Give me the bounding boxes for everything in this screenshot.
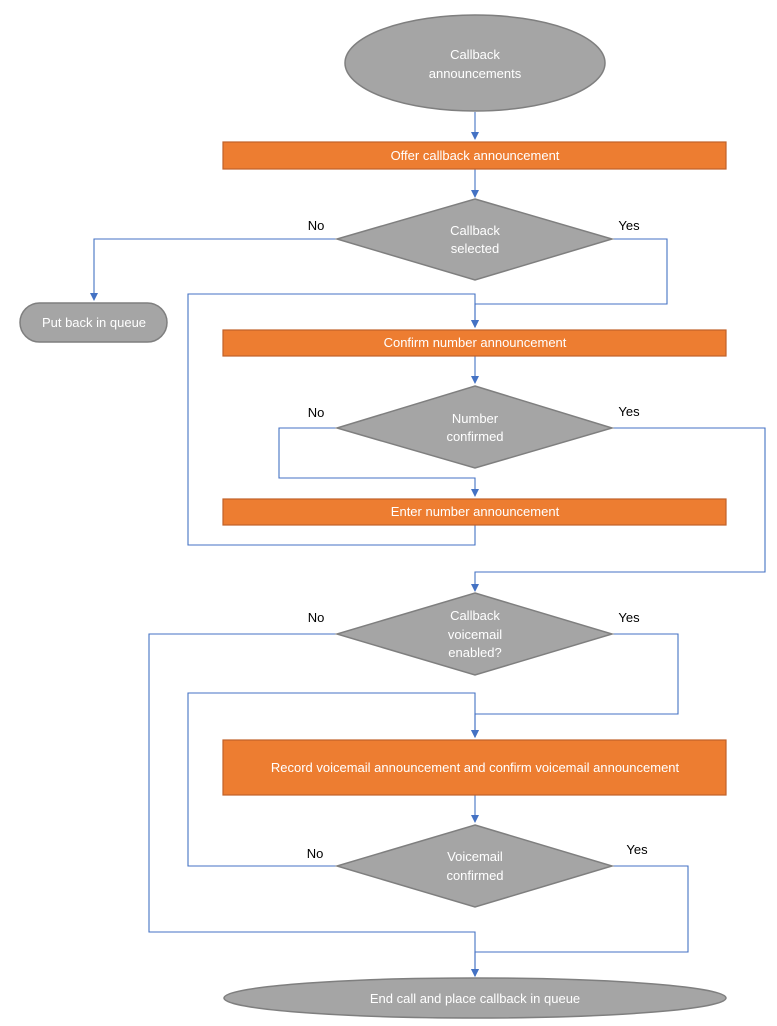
- voicemail-enabled-decision: Callback voicemail enabled? No Yes: [308, 592, 640, 676]
- voicemail-enabled-line-1: Callback: [450, 608, 500, 623]
- voicemail-enabled-line-3: enabled?: [448, 645, 502, 660]
- number-confirmed-decision: Number confirmed No Yes: [308, 385, 640, 469]
- record-voicemail-process: Record voicemail announcement and confir…: [222, 739, 727, 796]
- number-confirmed-line-2: confirmed: [446, 429, 503, 444]
- voicemail-confirmed-decision: Voicemail confirmed No Yes: [307, 824, 648, 908]
- connector-enter-loop-back: [187, 293, 479, 546]
- start-label-line-1: Callback: [450, 47, 500, 62]
- offer-callback-label: Offer callback announcement: [391, 148, 560, 163]
- voicemail-enabled-line-2: voicemail: [448, 627, 502, 642]
- callback-selected-diamond: [334, 198, 615, 281]
- connector-voicemail-no-to-end: [148, 633, 479, 977]
- number-confirmed-no-label: No: [308, 405, 325, 420]
- voicemail-confirmed-diamond: [334, 824, 615, 908]
- start-terminal: Callback announcements: [344, 14, 606, 112]
- voicemail-enabled-no-label: No: [308, 610, 325, 625]
- offer-callback-process: Offer callback announcement: [222, 141, 727, 170]
- record-voicemail-box: [222, 739, 727, 796]
- enter-number-process: Enter number announcement: [222, 498, 727, 526]
- voicemail-enabled-yes-label: Yes: [618, 610, 640, 625]
- end-label: End call and place callback in queue: [370, 991, 580, 1006]
- voicemail-confirmed-line-2: confirmed: [446, 868, 503, 883]
- voicemail-enabled-diamond: [334, 592, 615, 676]
- end-terminal: End call and place callback in queue: [223, 977, 727, 1019]
- start-label-line-2: announcements: [429, 66, 522, 81]
- enter-number-box: [222, 498, 727, 526]
- end-ellipse: [223, 977, 727, 1019]
- number-confirmed-line-1: Number: [452, 411, 499, 426]
- voicemail-confirmed-line-1: Voicemail: [447, 849, 503, 864]
- put-back-terminal: Put back in queue: [19, 302, 168, 343]
- enter-number-label: Enter number announcement: [391, 504, 560, 519]
- voicemail-confirmed-yes-label: Yes: [626, 842, 648, 857]
- voicemail-confirmed-no-label: No: [307, 846, 324, 861]
- callback-selected-no-label: No: [308, 218, 325, 233]
- number-confirmed-diamond: [334, 385, 615, 469]
- put-back-label: Put back in queue: [42, 315, 146, 330]
- connector-number-yes-to-voicemail-decision: [471, 427, 766, 592]
- confirm-number-box: [222, 329, 727, 357]
- connectors: [90, 112, 766, 977]
- confirm-number-label: Confirm number announcement: [384, 335, 567, 350]
- callback-selected-line-1: Callback: [450, 223, 500, 238]
- callback-selected-decision: Callback selected No Yes: [308, 198, 640, 281]
- number-confirmed-yes-label: Yes: [618, 404, 640, 419]
- connector-selected-no-to-put-back: [90, 238, 337, 301]
- callback-selected-yes-label: Yes: [618, 218, 640, 233]
- put-back-pill: [19, 302, 168, 343]
- connector-confirmed-yes-to-end: [471, 865, 689, 977]
- offer-callback-box: [222, 141, 727, 170]
- record-voicemail-label: Record voicemail announcement and confir…: [271, 760, 680, 775]
- start-ellipse: [344, 14, 606, 112]
- connector-number-no-to-enter: [278, 427, 479, 497]
- connector-confirmed-no-loop-back: [187, 692, 479, 867]
- callback-selected-line-2: selected: [451, 241, 499, 256]
- confirm-number-process: Confirm number announcement: [222, 329, 727, 357]
